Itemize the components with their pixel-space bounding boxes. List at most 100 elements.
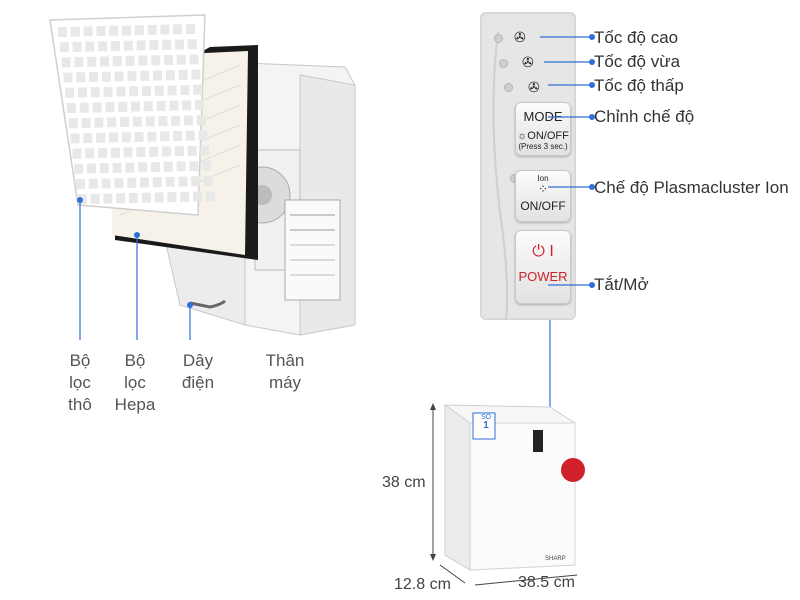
fan-medium-icon: ✇: [522, 54, 534, 70]
grid-cell: [76, 72, 86, 83]
grid-cell: [122, 25, 131, 36]
label-speed-medium: Tốc độ vừa: [594, 52, 681, 71]
grid-cell: [141, 192, 151, 203]
grid-cell: [205, 191, 215, 202]
grid-cell: [127, 71, 137, 82]
grid-cell: [123, 40, 133, 51]
grid-cell: [74, 163, 84, 174]
device-brand: SHARP: [545, 556, 566, 562]
ion-dots-icon: ⁘: [537, 182, 549, 196]
grid-cell: [107, 117, 117, 128]
grid-cell: [204, 176, 213, 186]
power-icon: ⏻ I: [532, 243, 554, 260]
grid-cell: [68, 118, 78, 129]
grid-cell: [187, 39, 197, 50]
exploded-view-illustration: [49, 14, 356, 340]
leader-lines: [79, 200, 191, 340]
grid-cell: [136, 147, 146, 158]
grid-cell: [180, 85, 190, 96]
grid-cell: [189, 161, 199, 172]
grid-cell: [200, 145, 210, 156]
grid-cell: [72, 41, 82, 52]
grid-cell: [173, 131, 182, 141]
grid-cell: [103, 193, 113, 204]
dimension-width: 38.5 cm: [518, 574, 575, 591]
grid-cell: [154, 85, 164, 96]
grid-cell: [167, 85, 177, 96]
grid-cell: [85, 41, 95, 52]
grid-cell: [187, 145, 197, 156]
grid-cell: [101, 178, 111, 189]
plasmacluster-button[interactable]: Ion ⁘ ON/OFF: [515, 170, 571, 222]
grid-cell: [175, 39, 184, 50]
label-plasmacluster: Chế độ Plasmacluster Ion: [594, 178, 789, 197]
grid-cell: [140, 177, 149, 188]
grid-cell: [140, 70, 150, 81]
grid-cell: [79, 102, 89, 113]
grid-cell: [63, 72, 73, 83]
grid-cell: [109, 25, 119, 36]
timer-icon: ☼: [517, 130, 528, 142]
grid-cell: [89, 72, 98, 82]
grid-cell: [116, 193, 126, 204]
led-low: [504, 83, 513, 92]
grid-cell: [85, 148, 95, 159]
device-dimension-graphic: [430, 403, 585, 586]
label-body: Thân máy: [265, 351, 305, 392]
label-mode: Chỉnh chế độ: [594, 107, 695, 126]
grid-cell: [152, 177, 162, 188]
grid-cell: [149, 146, 159, 157]
grid-cell: [59, 42, 69, 53]
grid-cell: [134, 131, 144, 142]
grid-cell: [162, 146, 171, 157]
grid-cell: [98, 148, 107, 158]
grid-cell: [127, 177, 137, 188]
grid-cell: [70, 133, 80, 144]
grid-cell: [88, 178, 98, 189]
grid-cell: [100, 56, 109, 67]
power-button[interactable]: ⏻ I POWER: [515, 230, 571, 304]
power-cord-graphic: [189, 299, 226, 309]
grid-cell: [138, 162, 148, 173]
grid-cell: [173, 24, 183, 35]
grid-cell: [171, 115, 181, 126]
grid-cell: [76, 179, 85, 189]
grid-cell: [116, 86, 126, 97]
led-high: [494, 34, 503, 43]
grid-cell: [99, 163, 109, 174]
device-badge: SỐ 1: [480, 414, 492, 431]
control-panel: ✇ ✇ ✇ MODE ☼ON/OFF (Press 3 sec.) Ion ⁘ …: [480, 12, 576, 320]
grid-cell: [83, 26, 93, 37]
grid-cell: [114, 71, 124, 82]
label-pre-filter: Bộ lọc thô: [68, 351, 92, 414]
grid-cell: [92, 102, 102, 113]
label-hepa-filter: Bộ lọc Hepa: [114, 351, 156, 414]
grid-cell: [191, 176, 201, 187]
grid-cell: [174, 146, 184, 157]
grid-cell: [202, 160, 212, 171]
grid-cell: [182, 100, 192, 111]
grid-cell: [96, 132, 106, 143]
grid-cell: [169, 100, 179, 111]
grid-cell: [110, 147, 120, 158]
grid-cell: [142, 86, 151, 96]
label-speed-high: Tốc độ cao: [594, 28, 679, 47]
control-leaders: [540, 34, 595, 410]
dimension-height: 38 cm: [382, 474, 426, 491]
grid-cell: [78, 87, 87, 98]
grid-cell: [189, 54, 199, 65]
grid-cell: [101, 71, 111, 82]
grid-cell: [72, 148, 82, 159]
grid-cell: [125, 55, 135, 66]
grid-cell: [193, 191, 202, 202]
mode-button[interactable]: MODE ☼ON/OFF (Press 3 sec.): [515, 102, 571, 156]
grid-cell: [132, 116, 142, 127]
grid-cell: [185, 130, 195, 141]
grid-cell: [195, 100, 204, 110]
grid-cell: [186, 24, 195, 34]
grid-cell: [138, 55, 148, 66]
grid-cell: [61, 57, 71, 68]
led-medium: [499, 59, 508, 68]
grid-cell: [70, 26, 80, 37]
grid-cell: [114, 178, 124, 189]
